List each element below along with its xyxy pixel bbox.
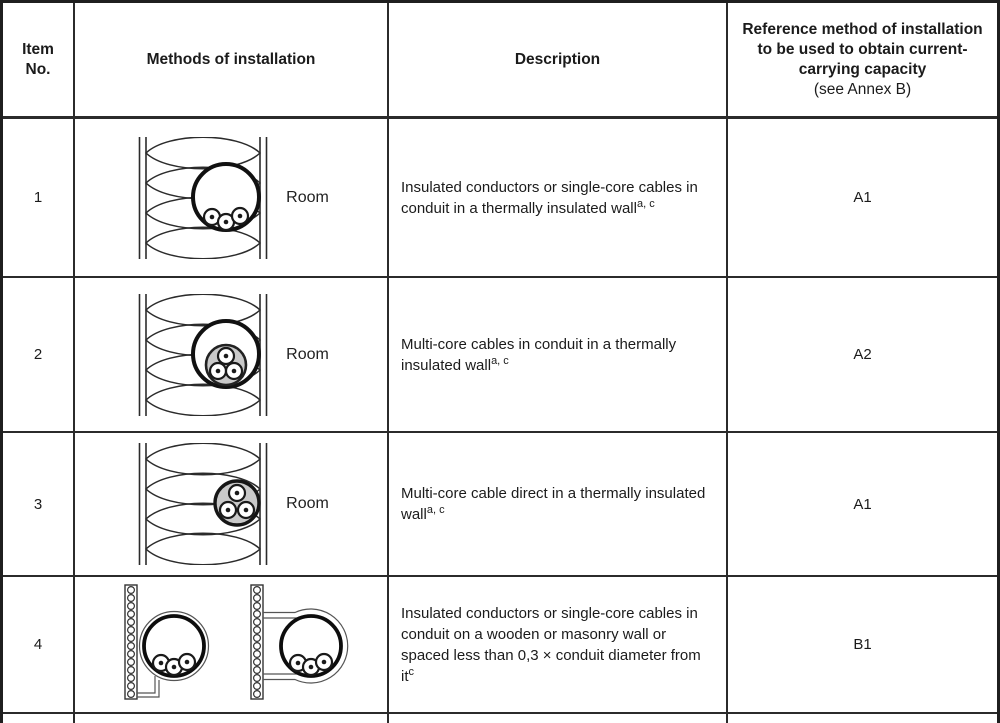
methods-cell-3: Room xyxy=(75,433,389,577)
description-cell-1: Insulated conductors or single-core cabl… xyxy=(389,119,728,278)
header-reference-main: Reference method of installation to be u… xyxy=(742,20,983,78)
room-label-2: Room xyxy=(286,345,329,363)
methods-cell-1: Room xyxy=(75,119,389,278)
methods-cell-4 xyxy=(75,577,389,714)
footnote-refs-1: a, c xyxy=(636,197,655,210)
header-reference-note: (see Annex B) xyxy=(813,80,912,98)
item-no-2: 2 xyxy=(3,278,75,433)
partial-row-item-cell xyxy=(3,714,75,723)
header-description: Description xyxy=(389,3,728,119)
insulated-wall-conduit-with-single-core-conductors-diagram xyxy=(138,136,268,259)
item-no-4: 4 xyxy=(3,577,75,714)
partial-row-methods-cell xyxy=(75,714,389,723)
footnote-refs-3: a, c xyxy=(426,504,445,516)
reference-method-1: A1 xyxy=(728,119,997,278)
methods-cell-2: Room xyxy=(75,278,389,433)
reference-method-4: B1 xyxy=(728,577,997,714)
conduit-spaced-from-masonry-wall-diagram xyxy=(249,584,348,700)
header-methods: Methods of installation xyxy=(75,3,389,119)
header-item-no: Item No. xyxy=(3,3,75,119)
room-label-3: Room xyxy=(286,495,329,512)
item-no-3: 3 xyxy=(3,433,75,577)
conduit-on-masonry-wall-diagram xyxy=(123,584,209,700)
footnote-refs-4: c xyxy=(408,665,415,678)
room-label-1: Room xyxy=(286,188,329,206)
insulated-wall-multicore-cable-direct-diagram xyxy=(138,443,268,565)
header-reference-method: Reference method of installation to be u… xyxy=(728,3,997,119)
item-no-1: 1 xyxy=(3,119,75,278)
description-cell-4: Insulated conductors or single-core cabl… xyxy=(389,577,728,714)
description-text-2: Multi-core cables in conduit in a therma… xyxy=(401,335,677,374)
insulated-wall-conduit-with-multicore-cable-diagram xyxy=(138,293,268,416)
description-cell-3: Multi-core cable direct in a thermally i… xyxy=(389,433,728,577)
header-item-line2: No. xyxy=(25,60,51,78)
footnote-refs-2: a, c xyxy=(491,354,509,367)
partial-row-description-cell xyxy=(389,714,728,723)
reference-method-3: A1 xyxy=(728,433,997,577)
description-text-4: Insulated conductors or single-core cabl… xyxy=(401,604,701,685)
description-text-1: Insulated conductors or single-core cabl… xyxy=(401,178,698,217)
partial-row-reference-cell xyxy=(728,714,997,723)
description-cell-2: Multi-core cables in conduit in a therma… xyxy=(389,278,728,433)
header-item-line1: Item xyxy=(22,40,54,58)
description-text-3: Multi-core cable direct in a thermally i… xyxy=(401,485,706,523)
reference-method-2: A2 xyxy=(728,278,997,433)
